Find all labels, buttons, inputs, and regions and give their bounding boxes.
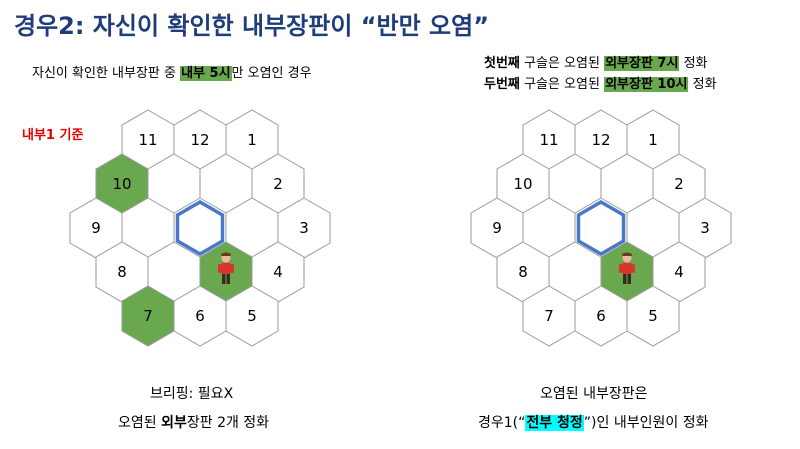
right-line-1: 첫번째 구슬은 오염된 외부장판 7시 정화 — [484, 52, 708, 71]
right-caption-2-post: ”)인 내부인원이 정화 — [583, 415, 709, 431]
left-subtitle-post: 만 오염인 경우 — [231, 66, 312, 81]
hex-number-label: 10 — [513, 175, 532, 193]
right-line-1-highlight: 외부장판 7시 — [604, 56, 680, 71]
hex-number-label: 7 — [544, 307, 554, 325]
right-line-1-bold: 첫번째 — [484, 56, 520, 71]
left-caption-2: 오염된 외부장판 2개 정화 — [118, 412, 269, 432]
hex-number-label: 3 — [700, 219, 710, 237]
left-caption-1: 브리핑: 필요X — [150, 386, 234, 402]
right-hex-board: 11 12 1 10 2 9 3 8 4 7 6 5 — [470, 109, 732, 347]
right-caption-1: 오염된 내부장판은 — [540, 386, 648, 402]
left-caption-2-pre: 오염된 — [118, 415, 162, 431]
hex-number-label: 10 — [112, 175, 131, 193]
left-caption-2-post: 장판 2개 정화 — [186, 415, 270, 431]
right-caption-2: 경우1(“전부 청정”)인 내부인원이 정화 — [478, 412, 708, 432]
center-hex-outline — [175, 199, 225, 257]
right-line-2: 두번째 구슬은 오염된 외부장판 10시 정화 — [484, 73, 717, 92]
right-caption-2-highlight: 전부 청정 — [525, 415, 584, 431]
left-subtitle-pre: 자신이 확인한 내부장판 중 — [32, 66, 181, 81]
hex-number-label: 8 — [518, 263, 528, 281]
right-line-1-post: 정화 — [679, 56, 708, 71]
left-caption-2-bold: 외부 — [161, 415, 187, 431]
hex-number-label: 11 — [539, 131, 558, 149]
hex-number-label: 4 — [674, 263, 684, 281]
hex-number-label: 6 — [596, 307, 606, 325]
hex-tile-5 — [225, 285, 279, 347]
hex-number-label: 9 — [492, 219, 502, 237]
hex-number-label: 8 — [117, 263, 127, 281]
hex-number-label: 2 — [273, 175, 283, 193]
right-line-2-post: 정화 — [688, 77, 717, 92]
hex-number-label: 5 — [247, 307, 257, 325]
hex-number-label: 1 — [247, 131, 257, 149]
left-subtitle: 자신이 확인한 내부장판 중 내부 5시만 오염인 경우 — [32, 62, 312, 81]
right-line-1-mid: 구슬은 오염된 — [519, 56, 605, 71]
left-hex-board: 11 12 1 10 2 9 3 8 4 7 6 5 — [69, 109, 331, 347]
person-icon — [619, 252, 635, 284]
page-title: 경우2: 자신이 확인한 내부장판이 “반만 오염” — [14, 12, 489, 40]
right-caption-2-pre: 경우1(“ — [478, 415, 526, 431]
hex-tile-5 — [626, 285, 680, 347]
hex-number-label: 6 — [195, 307, 205, 325]
hex-number-label: 11 — [138, 131, 157, 149]
center-hex-outline — [576, 199, 626, 257]
hex-number-label: 7 — [143, 307, 153, 325]
right-line-2-bold: 두번째 — [484, 77, 520, 92]
hex-number-label: 9 — [91, 219, 101, 237]
hex-number-label: 3 — [299, 219, 309, 237]
hex-number-label: 5 — [648, 307, 658, 325]
hex-number-label: 4 — [273, 263, 283, 281]
hex-number-label: 1 — [648, 131, 658, 149]
hex-number-label: 2 — [674, 175, 684, 193]
reference-label: 내부1 기준 — [22, 128, 84, 143]
hex-number-label: 12 — [190, 131, 209, 149]
left-subtitle-highlight: 내부 5시 — [180, 66, 232, 81]
right-line-2-mid: 구슬은 오염된 — [519, 77, 605, 92]
right-line-2-highlight: 외부장판 10시 — [604, 77, 689, 92]
hex-number-label: 12 — [591, 131, 610, 149]
person-icon — [218, 252, 234, 284]
